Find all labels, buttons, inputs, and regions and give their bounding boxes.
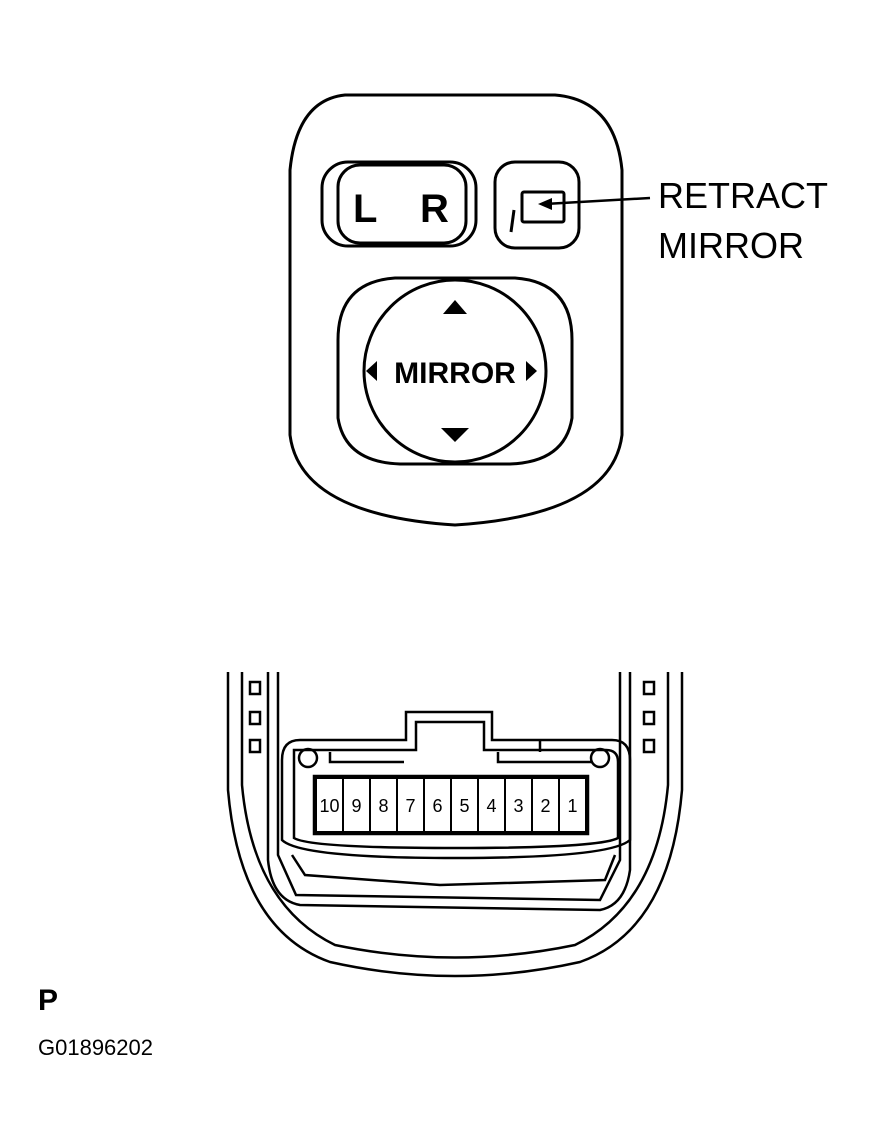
lr-selector-button[interactable]: L R [320,160,478,248]
pin-label: 2 [540,796,550,816]
pin-label: 5 [459,796,469,816]
pin-label: 3 [513,796,523,816]
mirror-switch: L R [288,93,624,527]
retract-handle-mark [509,209,516,233]
mirror-adjust-pad[interactable] [336,276,574,466]
figure-code: G01896202 [38,1035,153,1060]
pin-label: 9 [351,796,361,816]
pin-block [312,774,590,836]
triangle-left-icon[interactable] [366,361,377,381]
side-label: P [38,984,58,1017]
switch-outline [288,93,624,527]
triangle-down-icon[interactable] [441,428,469,442]
callout-line-1: RETRACT [658,175,828,216]
pin-cell [558,777,587,833]
pin-label: 4 [486,796,496,816]
connector-frame [280,710,632,860]
pin-labels: 10 9 8 7 6 5 4 3 2 1 [319,796,577,816]
pin-row [315,777,587,833]
pin-label: 1 [567,796,577,816]
mirror-label: MIRROR [394,357,516,390]
pin-label: 10 [319,796,339,816]
retract-callout: RETRACT MIRROR [538,175,828,266]
lr-left-label: L [353,187,377,231]
retract-button[interactable] [493,160,581,250]
pin-label: 6 [432,796,442,816]
pin-label: 8 [378,796,388,816]
connector-housing [226,672,684,978]
triangle-up-icon[interactable] [443,300,467,314]
pin-label: 7 [405,796,415,816]
retract-mirror-icon [520,190,566,224]
callout-arrow-icon [538,198,552,210]
triangle-right-icon[interactable] [526,361,537,381]
direction-arrows [366,300,537,442]
lr-right-label: R [420,187,449,231]
callout-line-2: MIRROR [658,225,804,266]
callout-leader-line [544,196,651,206]
housing-outer-shell [226,672,684,978]
